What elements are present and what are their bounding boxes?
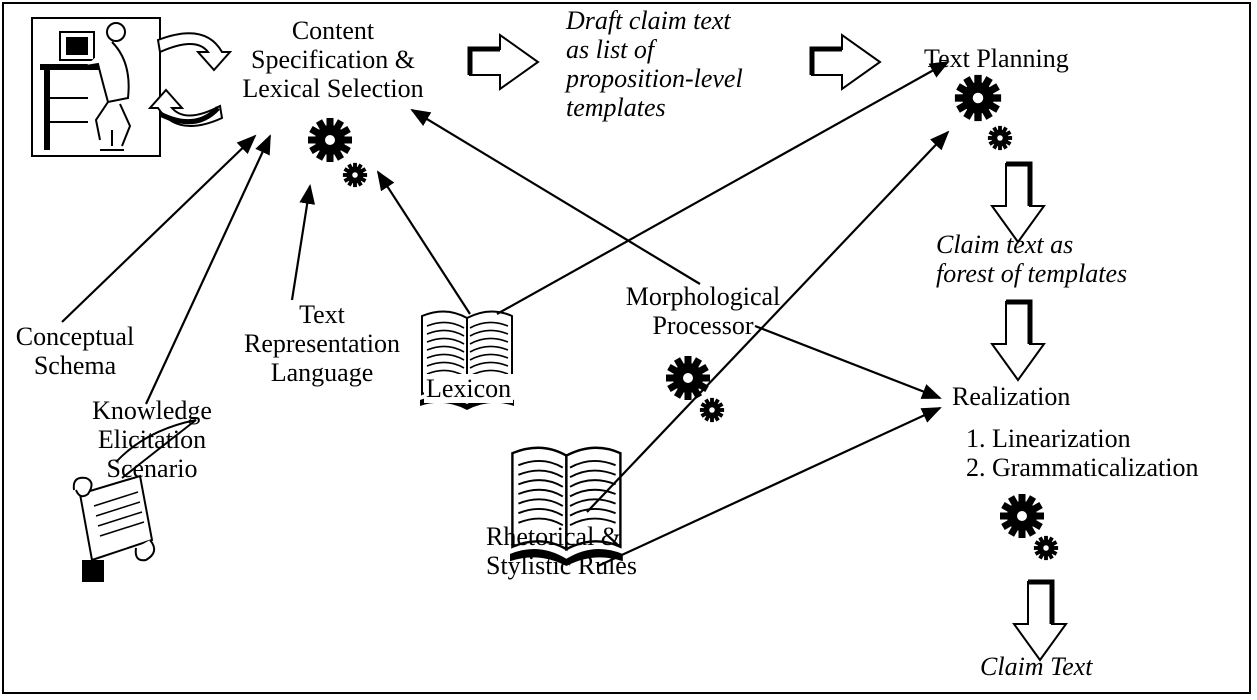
morph-processor-small-gear-icon [699,397,725,423]
hollow-arrow-icon [1014,582,1066,660]
content-spec-small-gear-icon [342,162,368,188]
draft-claim-label: Draft claim text as list of proposition-… [566,6,743,122]
realization-step-1: 1. Linearization [966,424,1131,453]
text-planning-small-gear-icon [987,125,1013,151]
text-planning-gear-icon [954,74,1002,122]
user-at-computer-icon [31,17,161,157]
interaction-cycle-icon [147,32,233,127]
realization-label: Realization [952,382,1071,411]
claim-forest-line-2: forest of templates [936,259,1128,288]
hollow-arrow-icon [470,35,538,89]
morph-processor-line-2: Processor [652,311,754,340]
knowledge-elicitation-label: Knowledge Elicitation Scenario [82,396,222,483]
morph-processor-gear-icon [666,356,710,400]
knowledge-elicitation-line-1: Knowledge [92,396,212,425]
content-spec-line-3: Lexical Selection [242,74,424,103]
connector-arrows [61,61,950,567]
conceptual-schema-label: Conceptual Schema [10,322,140,380]
conceptual-schema-line-1: Conceptual [15,322,135,351]
draft-claim-line-4: templates [566,93,666,122]
hollow-arrow-icon [992,302,1044,380]
realization-gear-icon [1000,494,1044,538]
rhetorical-rules-line-1: Rhetorical & [486,522,622,551]
realization-steps: 1. Linearization 2. Grammaticalization [966,424,1198,482]
text-rep-language-line-3: Language [270,358,374,387]
content-spec-line-2: Specification & [251,45,415,74]
text-rep-language-line-1: Text [299,300,345,329]
claim-forest-line-1: Claim text as [936,230,1074,259]
lexicon-label: Lexicon [424,374,514,403]
morph-processor-label: Morphological Processor [598,282,808,340]
text-rep-language-line-2: Representation [244,329,400,358]
rhetorical-rules-line-2: Stylistic Rules [486,551,637,580]
claim-forest-label: Claim text as forest of templates [936,230,1127,288]
knowledge-elicitation-line-3: Scenario [106,454,198,483]
claim-text-label: Claim Text [980,652,1093,681]
text-rep-language-label: Text Representation Language [232,300,412,387]
content-spec-label: Content Specification & Lexical Selectio… [208,16,458,103]
realization-small-gear-icon [1033,535,1059,561]
conceptual-schema-line-2: Schema [33,351,117,380]
draft-claim-line-3: proposition-level [566,64,743,93]
draft-claim-line-2: as list of [566,35,655,64]
realization-step-2: 2. Grammaticalization [966,453,1199,482]
draft-claim-line-1: Draft claim text [566,6,731,35]
knowledge-elicitation-line-2: Elicitation [97,425,207,454]
morph-processor-line-1: Morphological [625,282,781,311]
rhetorical-rules-label: Rhetorical & Stylistic Rules [486,522,637,580]
hollow-arrow-icon [812,35,880,89]
content-spec-line-1: Content [291,16,375,45]
content-spec-gear-icon [308,118,352,162]
text-planning-label: Text Planning [924,44,1069,73]
scroll-quill-icon [72,419,197,582]
